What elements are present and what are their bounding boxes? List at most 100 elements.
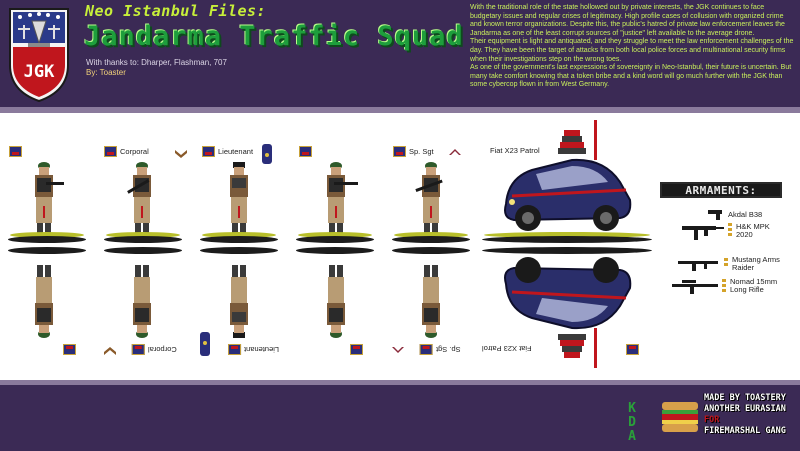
jgk-badge-icon (63, 344, 76, 355)
rank-name: Corporal (120, 147, 149, 156)
rank-name: Corporal (148, 345, 177, 354)
page-title: Jandarma Traffic Squad (84, 21, 464, 52)
rank-label-private (9, 146, 22, 157)
smg-icon (682, 226, 724, 240)
moss-base (394, 232, 468, 238)
soldier-sp-sgt-reflection (422, 265, 440, 338)
jgk-badge-icon (228, 344, 241, 355)
rank-label-private-flipped (63, 344, 76, 355)
jgk-emblem-icon: JGK (9, 8, 69, 103)
soldier-corporal-sprite (127, 162, 151, 235)
thanks-line: With thanks to: Dharper, Flashman, 707 (86, 58, 227, 67)
lore-paragraph: As one of the government's last expressi… (470, 64, 792, 89)
lore-text: With the traditional role of the state h… (470, 4, 796, 90)
ground-base (104, 236, 182, 243)
jgk-badge-icon (104, 146, 117, 157)
soldier-corporal-reflection (133, 265, 151, 338)
rank-label-corporal: Corporal (104, 146, 149, 157)
moss-base (202, 232, 276, 238)
header-banner (0, 0, 800, 107)
ammo-icon (722, 279, 726, 292)
corporal-chevron-icon (104, 347, 116, 355)
rank-label-corporal-flipped: Corporal (132, 344, 177, 355)
weapon-name: Nomad 15mm Long Rifle (730, 277, 778, 294)
lieutenant-shoulder-icon (200, 332, 210, 356)
fiat-x23-patrol-sprite (504, 120, 632, 231)
soldier-sergeant-reflection (327, 265, 345, 338)
rank-name: Sp. Sgt (436, 345, 461, 354)
ground-base (482, 247, 652, 254)
rank-label-sergeant (299, 146, 312, 157)
fiat-x23-patrol-reflection (504, 257, 632, 368)
rank-label-vehicle-flipped: Fiat X23 Patrol (482, 344, 532, 353)
header-divider (0, 107, 800, 113)
soldier-lieutenant-reflection (230, 265, 248, 338)
rank-name: Lieutenant (218, 147, 254, 156)
rank-label-vehicle-badge (626, 344, 639, 355)
lore-paragraph: With the traditional role of the state h… (470, 4, 785, 37)
rank-label-sergeant-flipped (350, 344, 363, 355)
rank-label-sp-sgt-flipped: Sp. Sgt (420, 344, 461, 355)
jgk-badge-icon (420, 344, 433, 355)
kda-logo-icon: K D A (628, 401, 636, 442)
kda-letter-d: D (628, 415, 636, 430)
weapon-name: Akdal B38 (728, 210, 763, 219)
weapon-item: H&K MPK 2020 (682, 222, 770, 240)
credits: With thanks to: Dharper, Flashman, 707 B… (86, 58, 227, 78)
lieutenant-shoulder-icon (262, 144, 272, 164)
vehicle-name: Fiat X23 Patrol (490, 146, 540, 155)
page-subtitle: Neo Istanbul Files: (85, 2, 267, 20)
weapon-item: Nomad 15mm Long Rifle (672, 278, 777, 294)
ground-base (296, 236, 374, 243)
pistol-icon (708, 210, 722, 220)
made-by-line: FIREMARSHAL GANG (704, 426, 786, 436)
jgk-badge-icon (132, 344, 145, 355)
ground-base (482, 236, 652, 243)
made-by-credit: MADE BY TOASTERY ANOTHER EURASIAN FOR FI… (704, 393, 798, 437)
ground-base (8, 236, 86, 243)
vehicle-name: Fiat X23 Patrol (482, 344, 532, 353)
jgk-badge-icon (299, 146, 312, 157)
moss-base (106, 232, 180, 238)
made-by-line: ANOTHER EURASIAN (704, 404, 786, 414)
moss-base (10, 232, 84, 238)
ground-base (296, 247, 374, 254)
ammo-icon (724, 258, 728, 266)
rank-label-vehicle: Fiat X23 Patrol (490, 146, 540, 155)
soldier-private-sprite (35, 162, 64, 235)
kda-letter-a: A (628, 429, 636, 442)
moss-base (484, 232, 650, 238)
soldier-lieutenant-sprite (230, 162, 248, 235)
armaments-heading: ARMAMENTS: (660, 182, 782, 198)
soldier-private-reflection (35, 265, 53, 338)
long-rifle-icon (672, 280, 718, 294)
soldier-sp-sgt-sprite (415, 162, 443, 235)
sergeant-chevron-icon (392, 347, 404, 353)
made-by-line: FOR (704, 415, 720, 425)
jgk-badge-icon (393, 146, 406, 157)
ground-base (392, 236, 470, 243)
emblem-letters: JGK (24, 62, 55, 82)
corporal-chevron-icon (175, 150, 187, 158)
ammo-icon (728, 223, 732, 236)
sandwich-icon (662, 402, 698, 432)
made-by-line: MADE BY TOASTERY (704, 393, 786, 403)
jgk-badge-icon (626, 344, 639, 355)
weapon-item: Mustang Arms Raider (678, 256, 780, 272)
sergeant-chevron-icon (449, 149, 461, 155)
soldier-sergeant-sprite (327, 162, 358, 235)
weapon-name: H&K MPK 2020 (736, 222, 770, 239)
footer-divider (0, 380, 800, 385)
moss-base (298, 232, 372, 238)
jgk-badge-icon (9, 146, 22, 157)
rank-name: Sp. Sgt (409, 147, 434, 156)
rank-name: Lieutenant (244, 345, 280, 354)
ground-base (104, 247, 182, 254)
lore-paragraph: Their equipment is light and antiquated,… (470, 38, 794, 63)
jgk-badge-icon (202, 146, 215, 157)
rifle-icon (678, 261, 718, 271)
rank-label-lieutenant: Lieutenant (202, 146, 253, 157)
kda-letter-k: K (628, 401, 636, 416)
rank-label-lieutenant-flipped: Lieutenant (228, 344, 279, 355)
ground-base (8, 247, 86, 254)
